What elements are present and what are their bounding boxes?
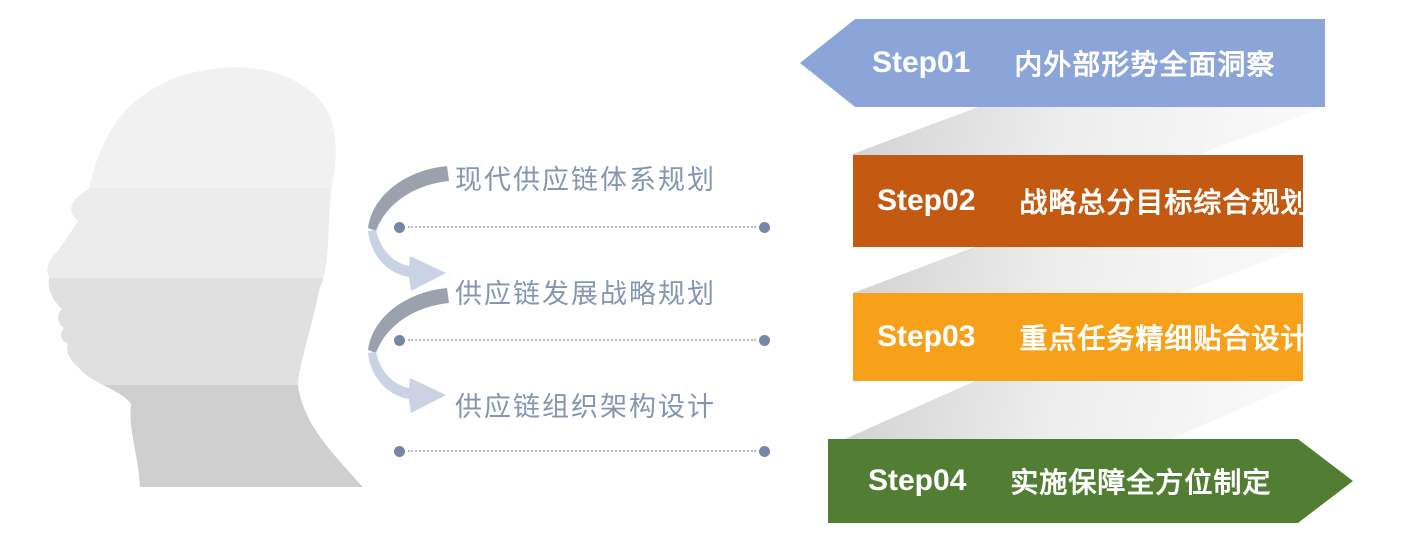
swoosh-dark-segment [368, 166, 449, 231]
left-artwork [47, 67, 449, 487]
head-silhouette [47, 67, 364, 487]
ribbon-connector-2 [853, 247, 1303, 293]
connector-dot-right [759, 445, 770, 457]
mind-item-title: 供应链组织架构设计 [455, 392, 716, 422]
connector-dash-line [408, 339, 756, 341]
step-title: 重点任务精细贴合设计 [1019, 323, 1310, 354]
step-label: Step01 [872, 46, 971, 79]
head-band-3 [47, 278, 364, 385]
swoosh-dark-segment [368, 288, 449, 353]
step-banner-1: Step01 内外部形势全面洞察 [800, 19, 1325, 107]
dotted-connector [394, 221, 770, 233]
swoosh-light-segment-arrowhead [368, 352, 446, 413]
head-band-1 [47, 67, 364, 188]
connector-dot-right [759, 334, 770, 346]
mind-item-title: 现代供应链体系规划 [455, 165, 716, 195]
step-label: Step03 [877, 320, 976, 353]
connector-dot-left [394, 445, 405, 457]
step-banner-4: Step04 实施保障全方位制定 [828, 439, 1353, 523]
step-title: 战略总分目标综合规划 [1019, 187, 1310, 218]
dotted-connector [394, 334, 770, 346]
ribbon-connector-1 [850, 107, 1325, 155]
step-label: Step02 [877, 184, 976, 217]
swoosh-arrow-1 [368, 166, 449, 291]
step-banner-3: Step03 重点任务精细贴合设计 [853, 293, 1308, 381]
head-band-4 [47, 385, 364, 487]
connector-dot-left [394, 334, 405, 346]
step-title: 内外部形势全面洞察 [1014, 49, 1276, 80]
swoosh-light-segment-arrowhead [368, 230, 446, 291]
dotted-connector [394, 445, 770, 457]
connector-dash-line [408, 450, 756, 452]
mind-item-title: 供应链发展战略规划 [455, 279, 716, 309]
ribbon-connector-3 [845, 381, 1303, 439]
swoosh-arrow-2 [368, 288, 449, 413]
connector-dash-line [408, 226, 756, 228]
head-band-2 [47, 188, 364, 278]
step-banner-2: Step02 战略总分目标综合规划 [853, 155, 1308, 247]
step-title: 实施保障全方位制定 [1010, 467, 1272, 498]
connector-dot-right [759, 221, 770, 233]
step-label: Step04 [868, 464, 967, 497]
connector-dot-left [394, 221, 405, 233]
